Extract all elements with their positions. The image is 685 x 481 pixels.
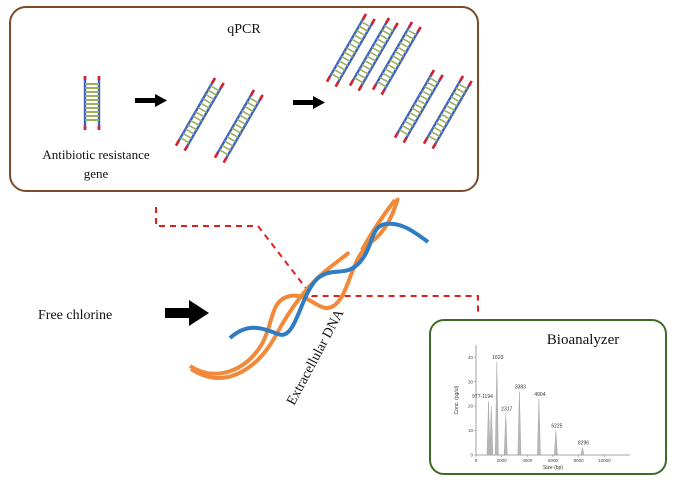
- qpcr-box: [9, 6, 479, 192]
- y-tick-label: 40: [468, 355, 474, 360]
- chart-peak: [580, 447, 585, 456]
- chart-peak: [495, 362, 499, 456]
- arrow-right-icon: [135, 94, 167, 107]
- chart-peak: [554, 430, 558, 456]
- chart-peak-label: 8296: [578, 441, 589, 447]
- x-tick-label: 4000: [522, 458, 533, 463]
- edna-strand-orange-main: [188, 197, 400, 376]
- x-tick-label: 10000: [598, 458, 611, 463]
- x-tick-label: 8000: [574, 458, 585, 463]
- x-tick-label: 6000: [548, 458, 559, 463]
- y-tick-label: 20: [468, 404, 474, 409]
- chart-peak: [503, 413, 508, 456]
- gene-label-line2: gene: [84, 166, 109, 181]
- chart-peak-label: 4904: [534, 392, 545, 398]
- bioanalyzer-title: Bioanalyzer: [547, 332, 619, 348]
- chart-peak: [537, 398, 541, 456]
- chart-peak: [517, 391, 522, 456]
- qpcr-title: qPCR: [227, 22, 261, 37]
- arrow-right-icon: [165, 300, 209, 326]
- chart-peak: [489, 406, 494, 456]
- x-tick-label: 2000: [497, 458, 508, 463]
- x-tick-label: 0: [475, 458, 478, 463]
- chart-peak-label: 2317: [501, 406, 512, 412]
- free-chlorine-label: Free chlorine: [38, 308, 112, 323]
- bioanalyzer-chart: 0 10 20 30 40 0 2000 4000 6000 8000 10000 977-119…: [454, 345, 630, 471]
- edna-strand-blue: [228, 221, 430, 340]
- edna-strand-orange: [189, 198, 397, 380]
- chart-peak-label: 977-1194: [472, 394, 493, 400]
- y-tick-label: 0: [470, 453, 473, 458]
- y-tick-label: 10: [468, 428, 474, 433]
- chart-peak-label: 6225: [551, 424, 562, 430]
- dashed-connector: [155, 207, 479, 315]
- chart-x-label: Size (bp): [543, 465, 563, 471]
- chart-peak-label: 1623: [492, 355, 503, 361]
- chart-y-label: Conc. (pg/ul): [454, 385, 460, 414]
- chart-peak-label: 3383: [515, 384, 526, 390]
- chart-peak: [486, 401, 491, 456]
- arrow-right-icon: [293, 96, 325, 109]
- gene-label-line1: Antibiotic resistance: [42, 147, 149, 162]
- y-tick-label: 30: [468, 379, 474, 384]
